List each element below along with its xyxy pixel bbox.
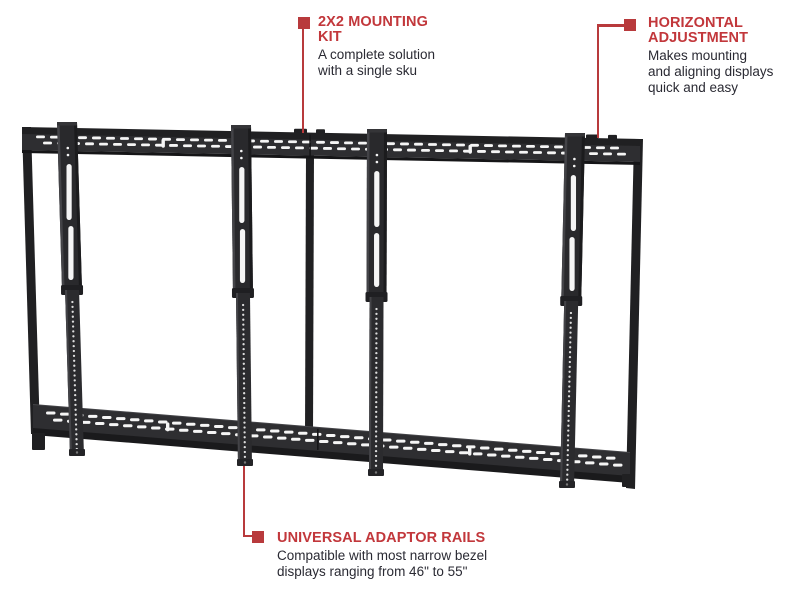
callout-body-line: Compatible with most narrow bezel: [277, 548, 488, 563]
top-wall-rail: [22, 127, 640, 165]
callout-connector-line: [301, 29, 304, 133]
callout-text-block: 2X2 MOUNTING KIT A complete solution wit…: [318, 15, 435, 79]
wall-plate-left-edge: [22, 127, 40, 434]
callout-heading: 2X2 MOUNTING KIT: [318, 14, 428, 45]
callout-bullet-icon: [252, 531, 264, 543]
adaptor-rail-3: [365, 129, 388, 476]
wall-plate-center-seam: [305, 151, 314, 436]
callout-bullet-icon: [298, 17, 310, 29]
callout-body-line: displays ranging from 46" to 55": [277, 563, 468, 579]
bottom-wall-rail: [32, 404, 634, 487]
callout-body-line: with a single sku: [318, 62, 418, 78]
callout-body-line: quick and easy: [648, 79, 739, 95]
callout-bullet-icon: [624, 19, 636, 31]
callout-body-line: and aligning displays: [648, 63, 774, 79]
callout-connector-line: [596, 24, 626, 27]
callout-text-block: HORIZONTAL ADJUSTMENT Makes mounting and…: [648, 16, 773, 95]
callout-text-block: UNIVERSAL ADAPTOR RAILS Compatible with …: [277, 531, 487, 580]
wall-plate-right-edge: [626, 139, 643, 489]
adaptor-rail-4: [559, 133, 585, 488]
callout-body-line: Makes mounting: [648, 48, 748, 63]
callout-connector-line: [596, 24, 599, 138]
callout-connector-line: [242, 466, 246, 537]
adaptor-rail-2: [231, 125, 254, 466]
callout-heading: HORIZONTAL ADJUSTMENT: [648, 15, 749, 46]
callout-heading: UNIVERSAL ADAPTOR RAILS: [277, 530, 486, 546]
adaptor-rail-1: [57, 122, 85, 456]
callout-body-line: A complete solution: [318, 47, 436, 62]
callout-connector-line: [242, 534, 254, 537]
